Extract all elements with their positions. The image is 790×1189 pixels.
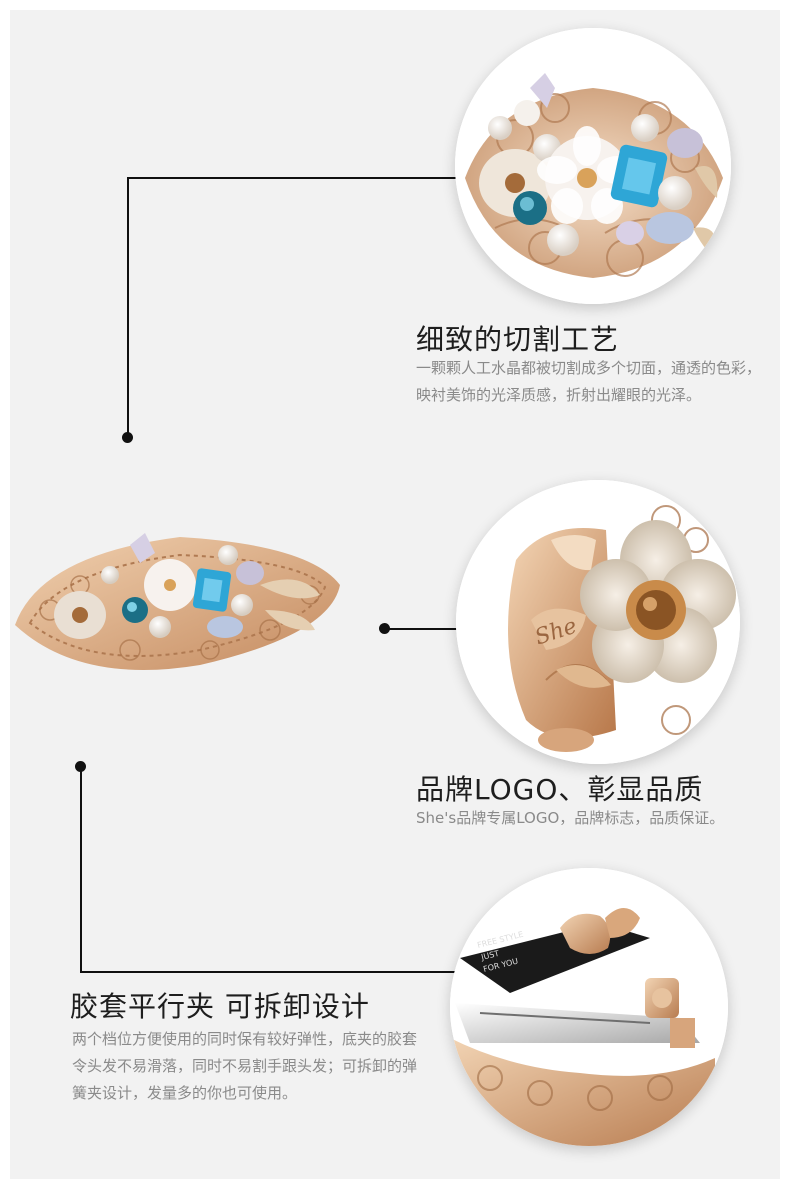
feature-description-clip: 两个档位方便使用的同时保有较好弹性，底夹的胶套令头发不易滑落，同时不易割手跟头发…	[72, 1030, 418, 1102]
spring-clip-detail-image: FREE STYLE JUST FOR YOU	[450, 868, 728, 1146]
feature-title-cutting: 细致的切割工艺	[416, 323, 620, 356]
connector-dot-2	[379, 623, 390, 634]
feature-title-clip: 胶套平行夹 可拆卸设计	[70, 990, 370, 1023]
feature-title-logo: 品牌LOGO、彰显品质	[416, 773, 704, 806]
crystal-detail-image	[455, 28, 731, 304]
connector-line-2-horizontal	[385, 628, 460, 630]
feature-description-logo: She's品牌专属LOGO，品牌标志，品质保证。	[416, 809, 725, 827]
connector-line-1-horizontal	[128, 177, 463, 179]
connector-dot-1	[122, 432, 133, 443]
connector-line-3-horizontal	[80, 971, 460, 973]
connector-line-1-vertical	[127, 177, 129, 438]
hair-clip-product-image	[10, 515, 345, 680]
connector-line-3-vertical	[80, 766, 82, 972]
brand-logo-detail-image: She	[456, 480, 740, 764]
feature-description-cutting: 一颗颗人工水晶都被切割成多个切面，通透的色彩，映衬美饰的光泽质感，折射出耀眼的光…	[416, 359, 762, 404]
